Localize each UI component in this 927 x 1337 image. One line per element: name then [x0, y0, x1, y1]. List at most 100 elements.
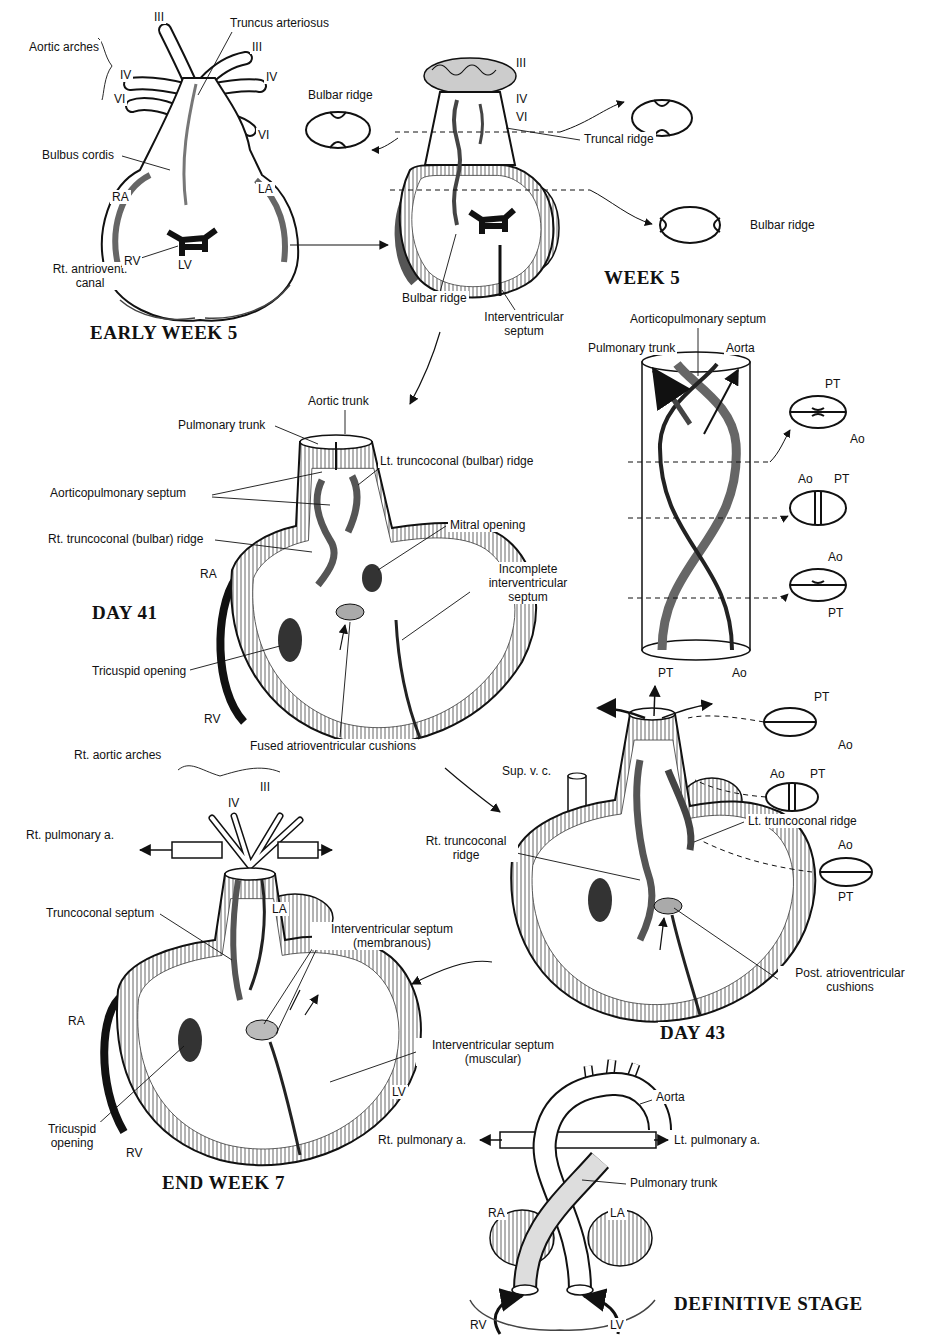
week5-heart	[560, 102, 624, 132]
early-week5-heart	[120, 285, 290, 319]
part-label: LV	[608, 1318, 626, 1332]
part-label: Lt. pulmonary a.	[672, 1133, 762, 1147]
part-label: Lt. truncoconal ridge	[746, 814, 859, 828]
part-label: Interventricular septum	[466, 310, 582, 338]
part-label: RA	[198, 567, 219, 581]
part-label: Interventricular septum (muscular)	[416, 1038, 570, 1066]
leader-line	[340, 622, 350, 737]
week5-heart	[306, 112, 370, 148]
early-week5-heart	[184, 84, 196, 205]
leader-line	[190, 646, 280, 670]
part-label: VI	[112, 92, 127, 106]
definitive-heart	[654, 1139, 668, 1141]
day43-heart	[672, 915, 700, 1015]
spiral-septum-cylinder	[704, 370, 738, 434]
week7-heart	[278, 842, 318, 858]
part-label: Bulbar ridge	[400, 291, 469, 305]
leader-line	[674, 908, 782, 982]
leader-line	[358, 466, 382, 485]
day43-heart	[668, 770, 691, 850]
part-label: VI	[256, 128, 271, 142]
week7-heart	[172, 842, 222, 858]
spiral-septum-cylinder	[790, 491, 846, 525]
leader-line	[264, 940, 318, 1034]
week5-heart	[424, 58, 516, 94]
week5-heart	[306, 58, 720, 298]
spiral-septum-cylinder	[790, 581, 846, 585]
part-label: III	[258, 780, 272, 794]
day41-heart	[396, 620, 420, 738]
definitive-heart	[567, 1285, 593, 1295]
part-label: Bulbar ridge	[748, 218, 817, 232]
leader-line	[96, 32, 782, 1184]
part-label: RV	[124, 1146, 144, 1160]
spiral-septum-cylinder	[784, 516, 788, 518]
leader-line	[345, 410, 346, 434]
leader-line	[506, 128, 580, 140]
part-label: RV	[468, 1318, 488, 1332]
part-label: LV	[176, 258, 194, 272]
part-label: Rt. pulmonary a.	[24, 828, 116, 842]
part-label: Ao	[836, 838, 855, 852]
week5-heart	[390, 132, 590, 190]
part-label: III	[250, 40, 264, 54]
definitive-heart	[500, 1132, 656, 1148]
part-label: LV	[390, 1085, 408, 1099]
leader-line	[198, 32, 232, 95]
part-label: PT	[656, 666, 675, 680]
leader-line	[378, 526, 446, 570]
week7-heart	[233, 880, 240, 1000]
day43-heart	[764, 708, 816, 736]
week7-heart	[246, 1020, 278, 1040]
week5-heart	[660, 207, 720, 243]
spiral-septum-cylinder	[770, 430, 790, 462]
definitive-heart	[512, 1285, 538, 1295]
leader-line	[122, 156, 170, 170]
day41-heart	[340, 625, 345, 650]
day43-heart	[654, 686, 655, 716]
part-label: Pulmonary trunk	[628, 1176, 719, 1190]
part-label: Rt. aortic arches	[72, 748, 163, 762]
week5-heart	[412, 175, 541, 286]
part-label: PT	[836, 890, 855, 904]
part-label: Ao	[768, 767, 787, 781]
part-label: PT	[823, 377, 842, 391]
day43-heart	[820, 858, 872, 886]
week5-heart	[372, 138, 398, 150]
week7-heart	[290, 990, 318, 1015]
day43-heart	[820, 871, 872, 873]
part-label: IV	[514, 92, 529, 106]
week7-heart	[270, 1042, 300, 1155]
day43-heart	[532, 740, 793, 1005]
part-label: LA	[608, 1206, 627, 1220]
day41-heart	[317, 480, 334, 585]
leader-line	[694, 822, 744, 842]
week7-heart	[178, 1018, 202, 1062]
part-label: Bulbus cordis	[40, 148, 116, 162]
week5-heart	[400, 165, 554, 298]
early-week5-heart	[168, 230, 216, 256]
spiral-septum-cylinder	[790, 396, 846, 428]
week5-heart	[499, 245, 502, 296]
part-label: Ao	[796, 472, 815, 486]
part-label: Aorta	[654, 1090, 687, 1104]
day43-heart	[588, 878, 612, 922]
spiral-septum-cylinder	[815, 491, 821, 525]
leader-line	[212, 472, 330, 505]
early-week5-heart	[256, 180, 285, 262]
week5-heart	[654, 100, 670, 136]
week5-heart	[432, 65, 496, 75]
day43-heart	[637, 760, 652, 940]
day43-heart	[511, 714, 815, 1022]
definitive-heart	[495, 1296, 522, 1334]
part-label: Aorta	[724, 341, 757, 355]
spiral-septum-cylinder	[628, 462, 784, 598]
day41-heart	[336, 604, 364, 620]
stage-title: EARLY WEEK 5	[88, 322, 240, 344]
leader-line	[402, 592, 470, 640]
week7-heart	[250, 880, 264, 990]
leader-line	[440, 234, 456, 292]
stage-title: DAY 41	[90, 602, 159, 624]
leader-line	[96, 1046, 184, 1126]
